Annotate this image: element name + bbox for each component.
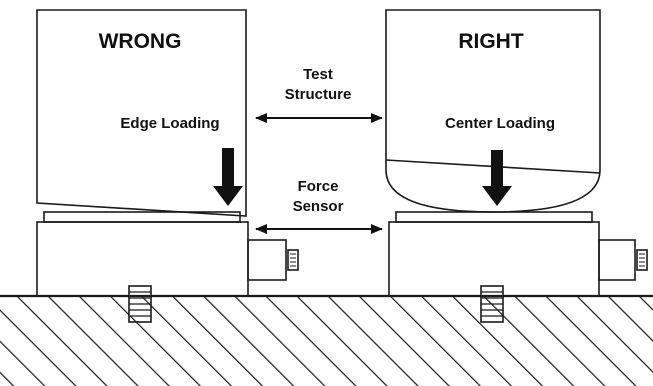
middle-annotations: Test Structure Force Sensor xyxy=(255,66,383,234)
right-panel: RIGHT Center Loading xyxy=(385,9,648,323)
force-sensor-label-line2: Sensor xyxy=(293,198,344,215)
right-sensor-body xyxy=(388,221,600,297)
wrong-panel: WRONG Edge Loading xyxy=(36,9,299,323)
ground-hatch xyxy=(0,295,653,386)
ground xyxy=(0,294,653,386)
wrong-load-pad xyxy=(43,211,241,223)
wrong-title: WRONG xyxy=(99,30,182,53)
force-sensor-label-line1: Force xyxy=(298,178,339,195)
wrong-connector xyxy=(247,239,287,281)
wrong-test-structure xyxy=(36,9,247,217)
test-structure-label-line2: Structure xyxy=(285,86,352,103)
right-connector xyxy=(598,239,636,281)
right-force-arrow xyxy=(482,150,512,206)
wrong-sensor-body xyxy=(36,221,249,297)
wrong-force-arrow xyxy=(213,148,243,206)
right-load-pad xyxy=(395,211,593,223)
wrong-connector-plug xyxy=(287,249,299,271)
test-structure-label-line1: Test xyxy=(303,66,333,83)
right-title: RIGHT xyxy=(458,30,524,53)
wrong-caption: Edge Loading xyxy=(120,115,219,132)
right-test-structure xyxy=(385,9,601,213)
right-caption: Center Loading xyxy=(445,115,555,132)
right-connector-plug xyxy=(636,249,648,271)
